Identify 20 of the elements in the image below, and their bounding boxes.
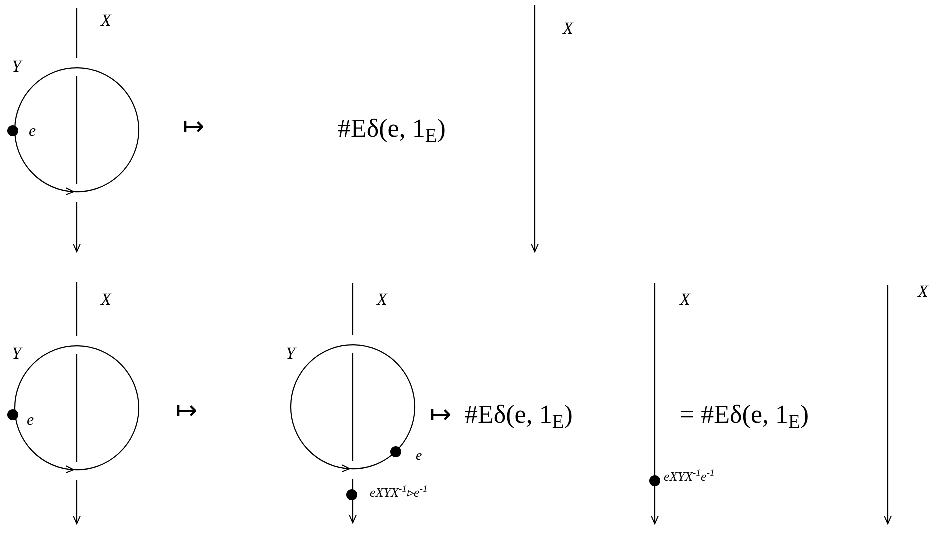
formula: #Eδ(e, 1$_{E}$) [338,116,446,142]
maps-to-symbol: ↦ [183,114,205,140]
point-label: e [27,413,34,429]
strand-label: X [563,20,574,37]
maps-to-symbol: ↦ [176,398,198,424]
strand-label: X [680,291,690,308]
strand-label: Y [12,345,22,362]
maps-to-symbol: ↦ [430,402,452,428]
strand-label: X [377,291,388,308]
strand-label: X [101,291,112,308]
strand-label: Y [12,58,22,75]
point-label: e [29,124,36,140]
point-label: eXYX$^{-1}$▹e$^{-1}$ [370,486,428,499]
formula: = #Eδ(e, 1$_{E}$) [680,402,810,428]
point-label: e [416,450,422,464]
strand-label: X [101,12,112,29]
point-label: eXYX$^{-1}$e$^{-1}$ [664,470,715,483]
formula: #Eδ(e, 1$_{E}$) [465,402,573,428]
strand-label: Y [286,345,296,362]
strand-label: X [918,283,928,300]
